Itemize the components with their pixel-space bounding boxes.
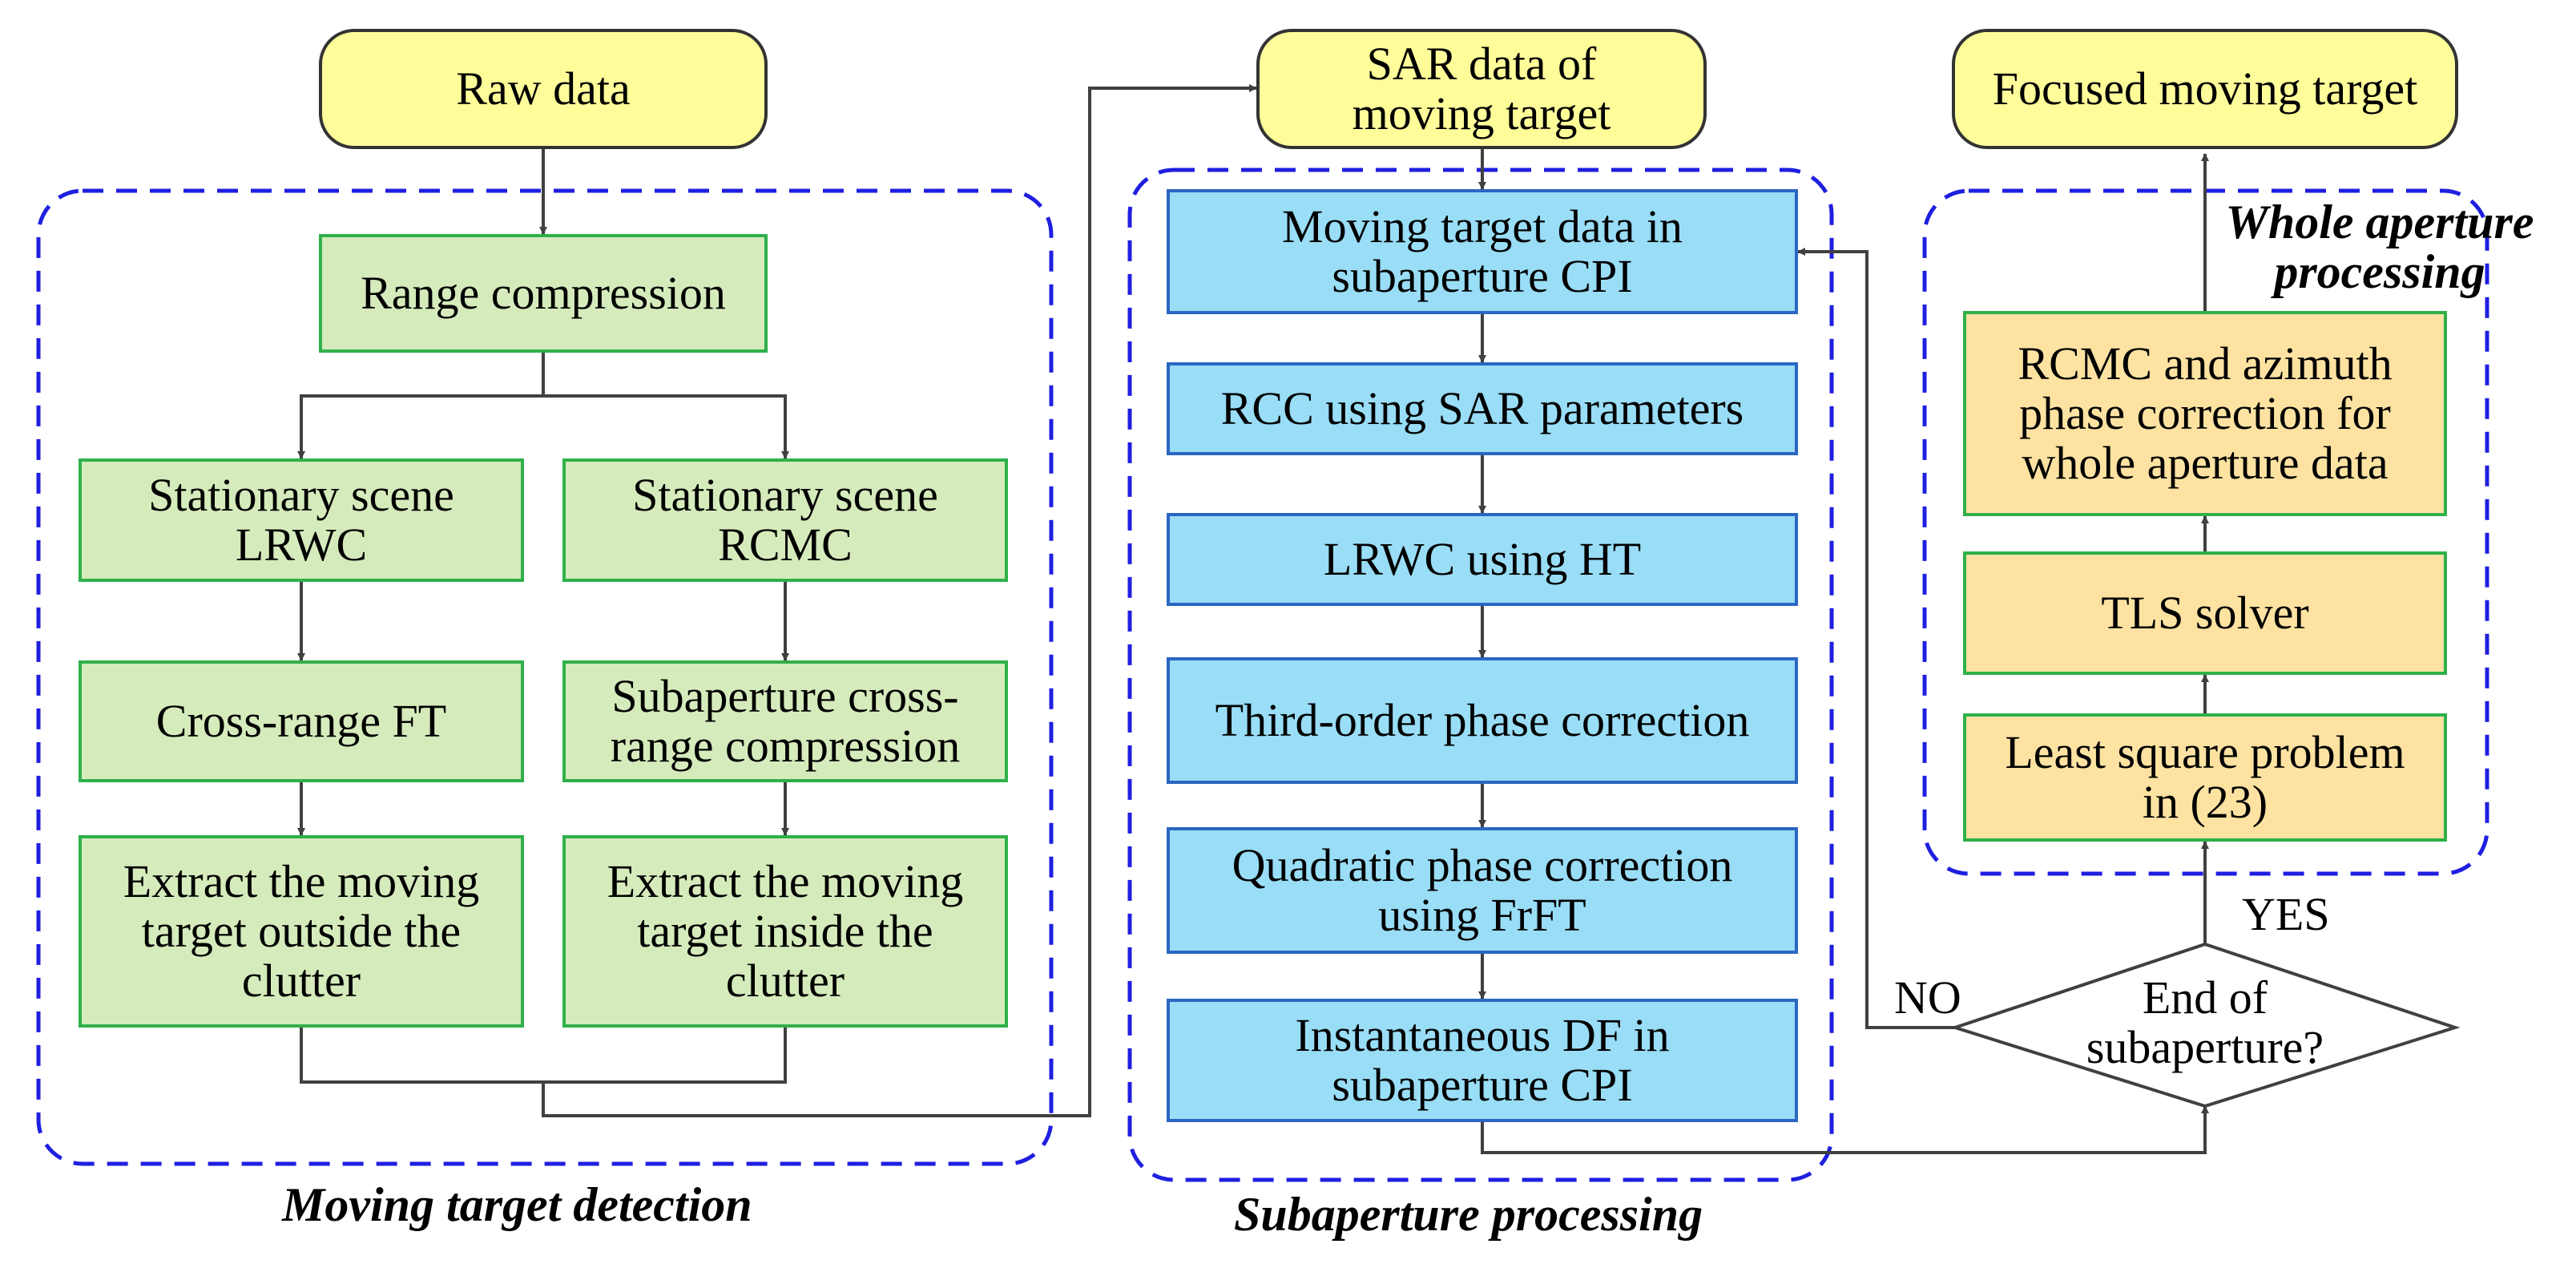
- whole-aperture-processing-title: Whole aperture processing: [2225, 196, 2534, 298]
- rcc-sar-parameters-node: RCC using SAR parameters: [1167, 362, 1798, 455]
- subaperture-processing-title: Subaperture processing: [1234, 1188, 1703, 1241]
- moving-target-detection-border: [36, 188, 1054, 1166]
- instantaneous-df-node: Instantaneous DF in subaperture CPI: [1167, 999, 1798, 1122]
- range-compression-node: Range compression: [319, 234, 768, 353]
- arrow-range-to-rcmc: [543, 394, 789, 459]
- sar-data-node: SAR data of moving target: [1256, 29, 1707, 149]
- moving-target-detection-title: Moving target detection: [282, 1178, 752, 1231]
- quadratic-phase-node: Quadratic phase correction using FrFT: [1167, 827, 1798, 954]
- rcmc-azimuth-node: RCMC and azimuth phase correction for wh…: [1963, 311, 2447, 516]
- decision-label: End of subaperture?: [2086, 971, 2324, 1073]
- third-order-phase-node: Third-order phase correction: [1167, 657, 1798, 784]
- raw-data-node: Raw data: [319, 29, 768, 149]
- moving-target-data-node: Moving target data in subaperture CPI: [1167, 189, 1798, 314]
- least-square-node: Least square problem in (23): [1963, 713, 2447, 842]
- extract-outside-clutter-node: Extract the moving target outside the cl…: [79, 835, 524, 1028]
- decision-diamond: [1949, 942, 2461, 1109]
- yes-label: YES: [2242, 888, 2330, 940]
- extract-inside-clutter-node: Extract the moving target inside the clu…: [562, 835, 1008, 1028]
- lrwc-ht-node: LRWC using HT: [1167, 513, 1798, 606]
- arrow-decision-no-loop: [1797, 248, 1955, 1029]
- arrow-range-to-lrwc: [297, 353, 545, 459]
- tls-solver-node: TLS solver: [1963, 551, 2447, 675]
- focused-moving-target-node: Focused moving target: [1952, 29, 2458, 149]
- subaperture-cross-range-node: Subaperture cross- range compression: [562, 660, 1008, 782]
- cross-range-ft-node: Cross-range FT: [79, 660, 524, 782]
- no-label: NO: [1894, 971, 1961, 1024]
- arrow-left-to-sar-data: [300, 88, 1256, 1117]
- arrows: [297, 88, 2209, 1154]
- arrow-df-to-decision: [1481, 1105, 2209, 1154]
- stationary-scene-lrwc-node: Stationary scene LRWC: [79, 458, 524, 582]
- stationary-scene-rcmc-node: Stationary scene RCMC: [562, 458, 1008, 582]
